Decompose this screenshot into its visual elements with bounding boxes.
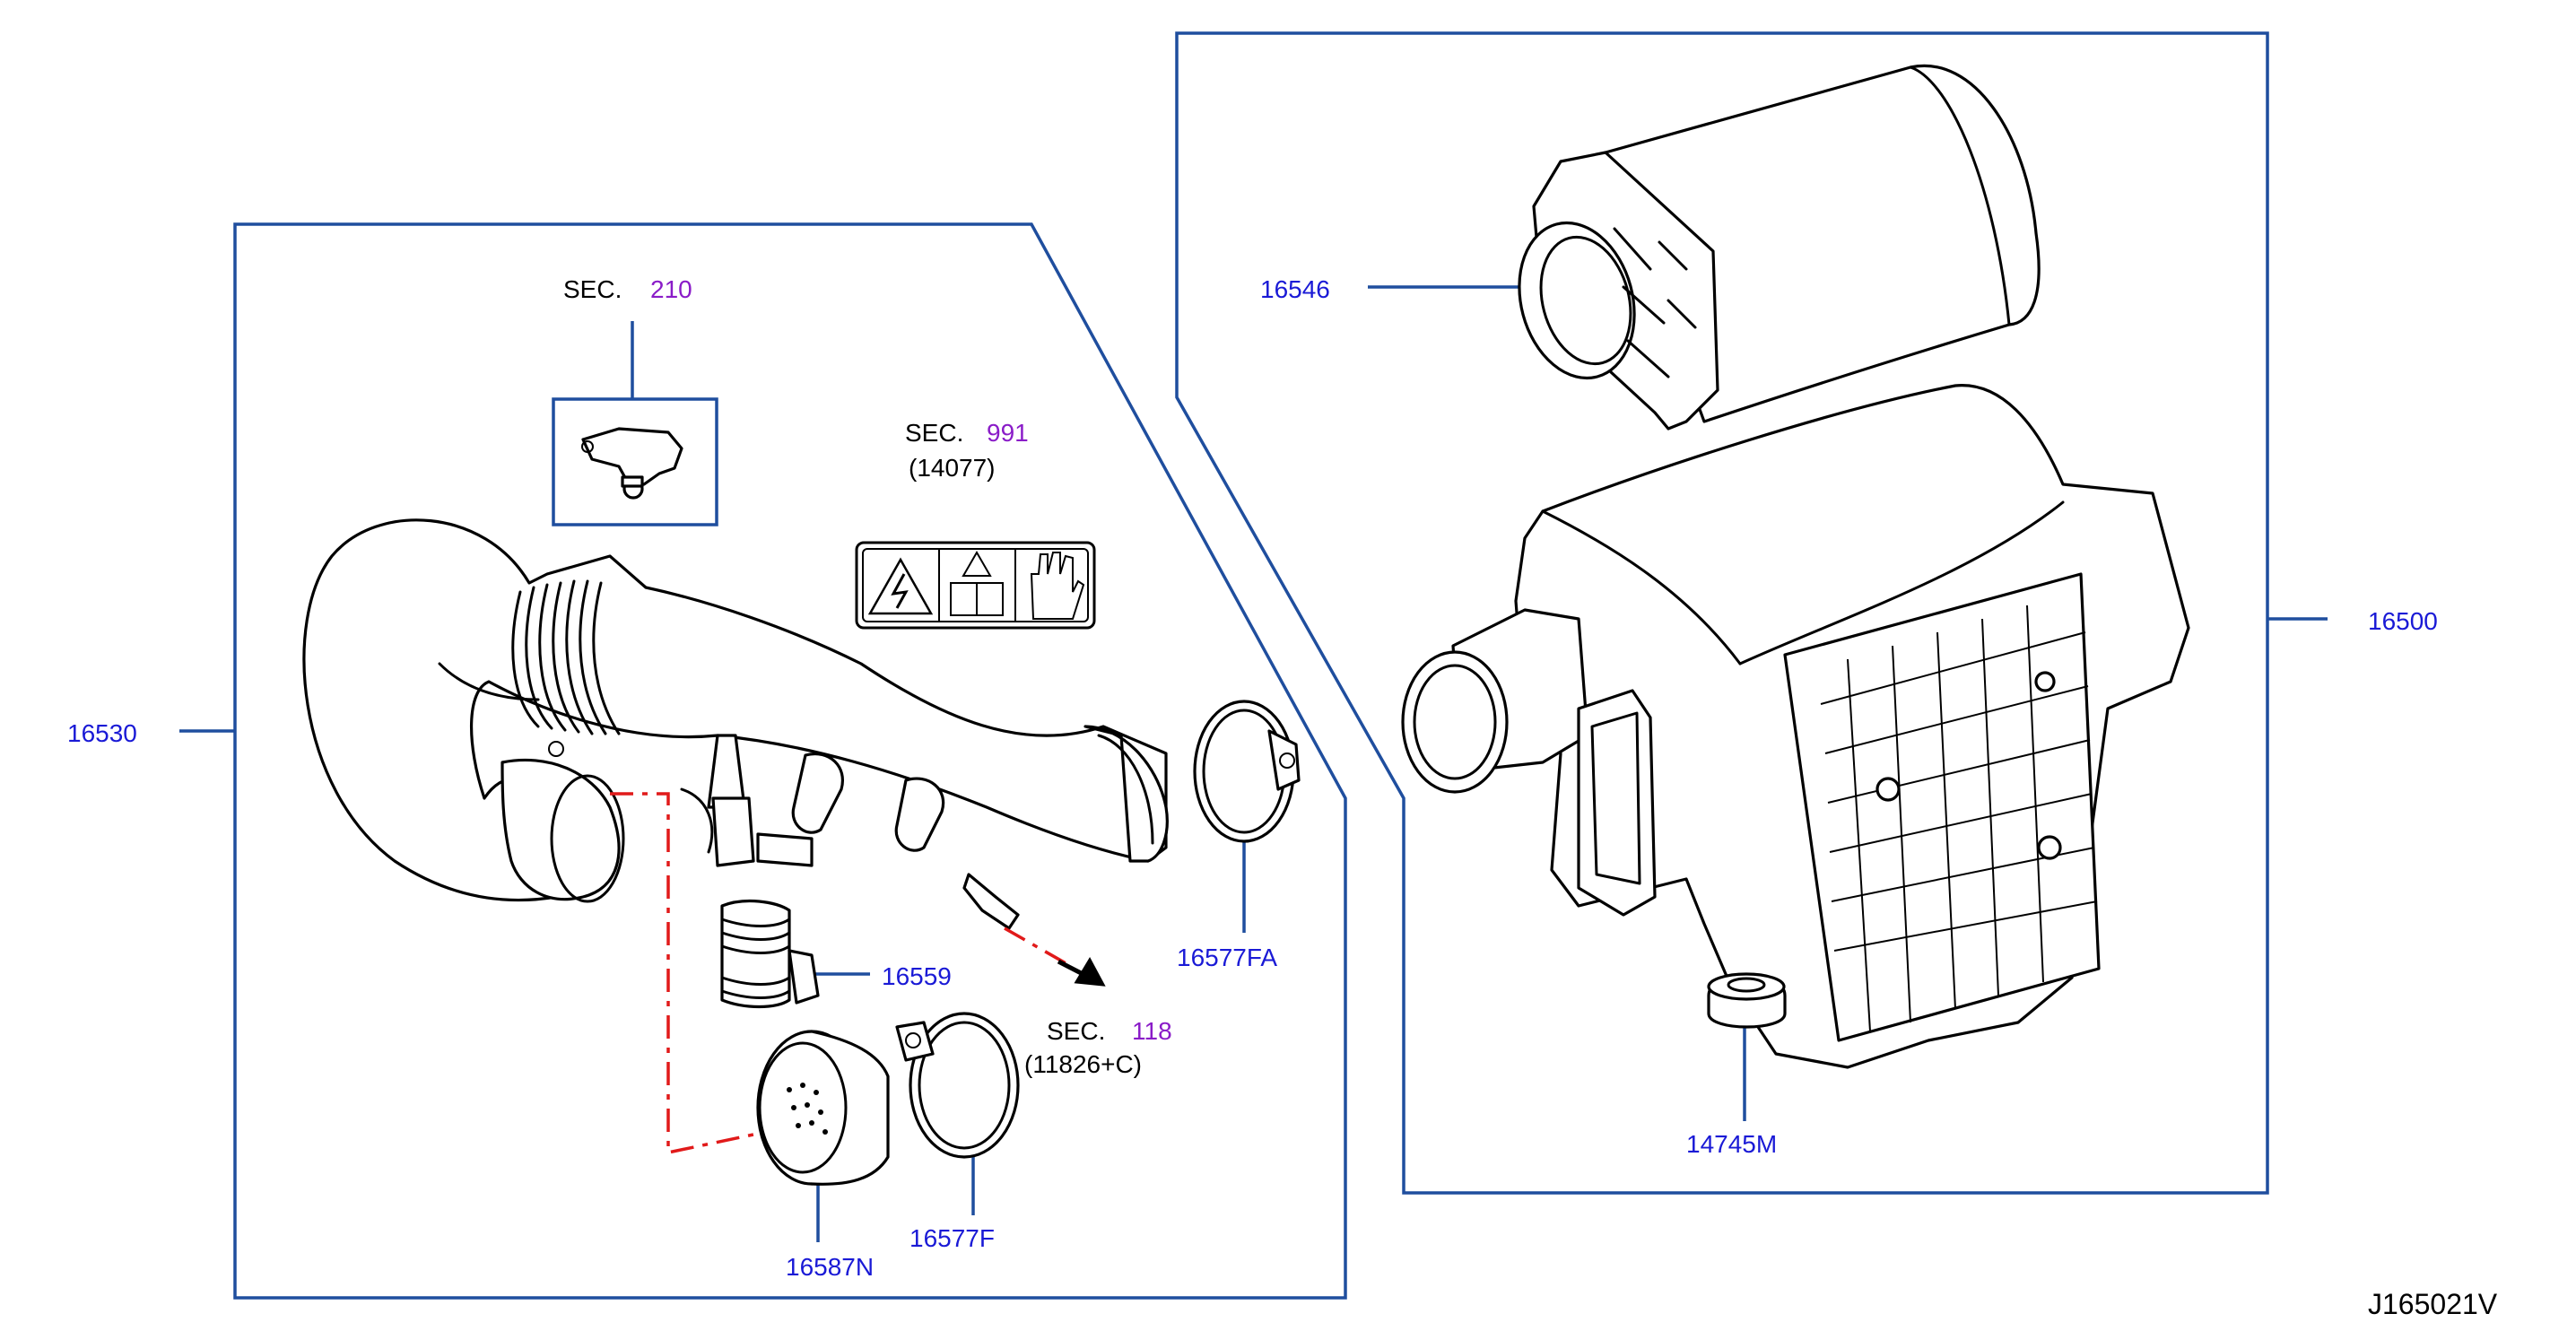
warning-label [855,541,1096,630]
sec991-number: 991 [987,419,1029,447]
air-cleaner-assembly-16500 [1401,384,2190,1069]
sec118-number: 118 [1132,1017,1172,1045]
air-filter-element-16546 [1518,64,2041,431]
caution-icon [962,550,992,577]
air-duct-16530 [302,518,1169,930]
hose-clamp-16577F [895,1012,1020,1159]
electric-warning-icon [867,557,934,615]
diagram-code: J165021V [2368,1288,2498,1320]
sec210-number: 210 [650,275,692,303]
label-16577F: 16577F [909,1224,995,1252]
sec210-prefix: SEC. [563,275,622,303]
sec118-prefix: SEC. [1047,1017,1105,1045]
hose-clamp-16577FA [1193,700,1301,843]
air-duct-group-frame [233,222,1347,1300]
label-16587N: 16587N [786,1253,874,1281]
sec991-prefix: SEC. [905,419,963,447]
sensor-detail-box [552,397,718,526]
connection-line-to-sec118 [1004,926,1068,966]
label-16530: 16530 [67,719,137,747]
label-16546: 16546 [1260,275,1330,303]
sec991-sub: (14077) [909,454,996,482]
label-16559: 16559 [882,962,952,990]
airflow-sensor-16559 [720,900,820,1009]
sec118-sub: (11826+C) [1024,1050,1142,1078]
duct-sleeve-16587N [756,1030,890,1186]
grommet-14745M [1707,972,1787,1029]
section-ref-210: SEC. 210 [563,275,692,303]
section-ref-991: SEC. 991 (14077) [905,419,1029,482]
connection-line-duct-to-sleeve [610,792,754,1155]
label-14745M: 14745M [1686,1130,1777,1158]
label-16577FA: 16577FA [1177,944,1277,971]
air-cleaner-group-frame [1175,31,2269,1195]
map-sensor-icon [581,427,683,500]
hand-icon [1030,552,1085,620]
section-ref-118: SEC. 118 (11826+C) [1024,1017,1172,1078]
arrow-to-sec118 [1074,956,1106,987]
label-16500: 16500 [2368,607,2438,635]
